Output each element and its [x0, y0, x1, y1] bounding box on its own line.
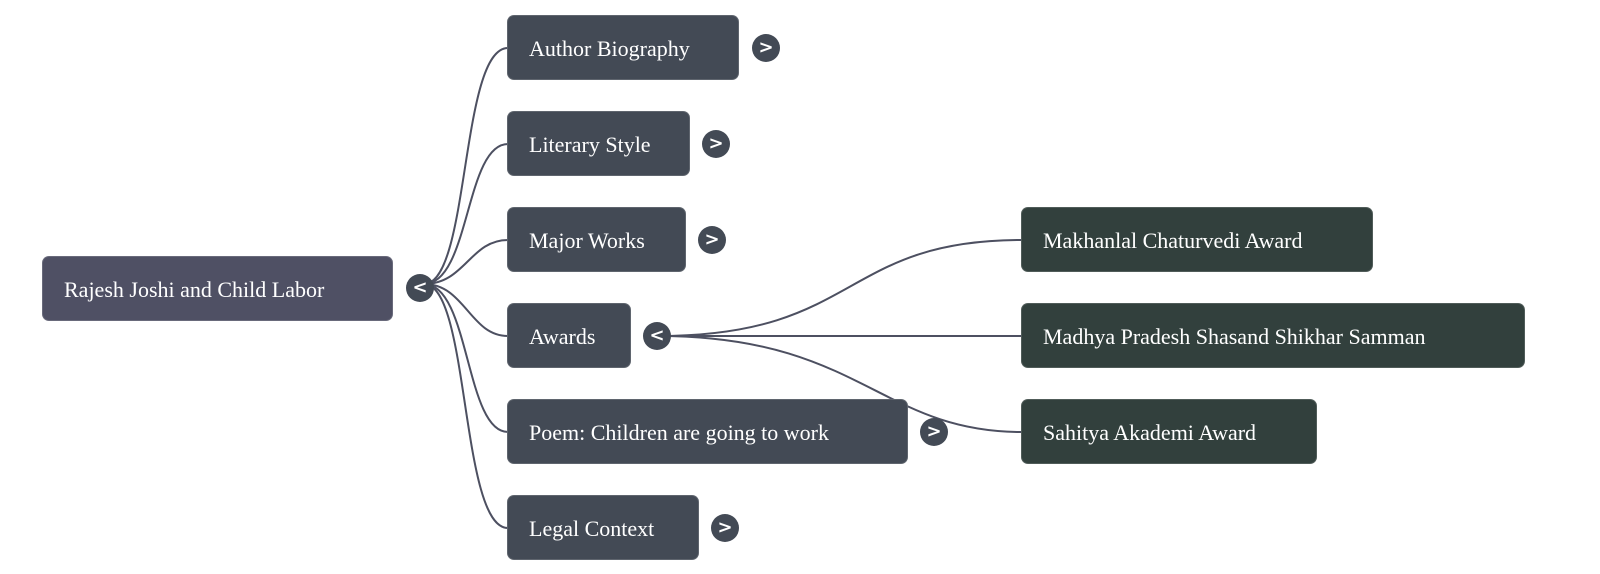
leaf-node-sahitya-akademi-award[interactable]: Sahitya Akademi Award: [1021, 399, 1317, 464]
leaf-node-makhanlal-chaturvedi-award[interactable]: Makhanlal Chaturvedi Award: [1021, 207, 1373, 272]
expand-toggle-poem[interactable]: >: [920, 418, 948, 446]
branch-node-major-works[interactable]: Major Works: [507, 207, 686, 272]
expand-toggle-major-works[interactable]: >: [698, 226, 726, 254]
edge-root-legal-context: [423, 283, 509, 529]
root-collapse-toggle[interactable]: <: [406, 274, 434, 302]
edge-root-major-works: [423, 239, 509, 285]
edge-root-author-biography: [423, 47, 509, 285]
edge-awards-sahitya: [657, 335, 1023, 433]
expand-toggle-legal-context[interactable]: >: [711, 514, 739, 542]
edge-root-poem: [423, 283, 509, 433]
expand-toggle-author-biography[interactable]: >: [752, 34, 780, 62]
root-node[interactable]: Rajesh Joshi and Child Labor: [42, 256, 393, 321]
branch-node-poem[interactable]: Poem: Children are going to work: [507, 399, 908, 464]
branch-node-legal-context[interactable]: Legal Context: [507, 495, 699, 560]
branch-node-awards[interactable]: Awards: [507, 303, 631, 368]
edge-root-literary-style: [423, 143, 509, 285]
branch-node-author-biography[interactable]: Author Biography: [507, 15, 739, 80]
edge-root-awards: [423, 283, 509, 337]
collapse-toggle-awards[interactable]: <: [643, 322, 671, 350]
branch-node-literary-style[interactable]: Literary Style: [507, 111, 690, 176]
expand-toggle-literary-style[interactable]: >: [702, 130, 730, 158]
leaf-node-madhya-pradesh-shikhar-samman[interactable]: Madhya Pradesh Shasand Shikhar Samman: [1021, 303, 1525, 368]
edge-awards-makhanlal: [657, 239, 1023, 337]
